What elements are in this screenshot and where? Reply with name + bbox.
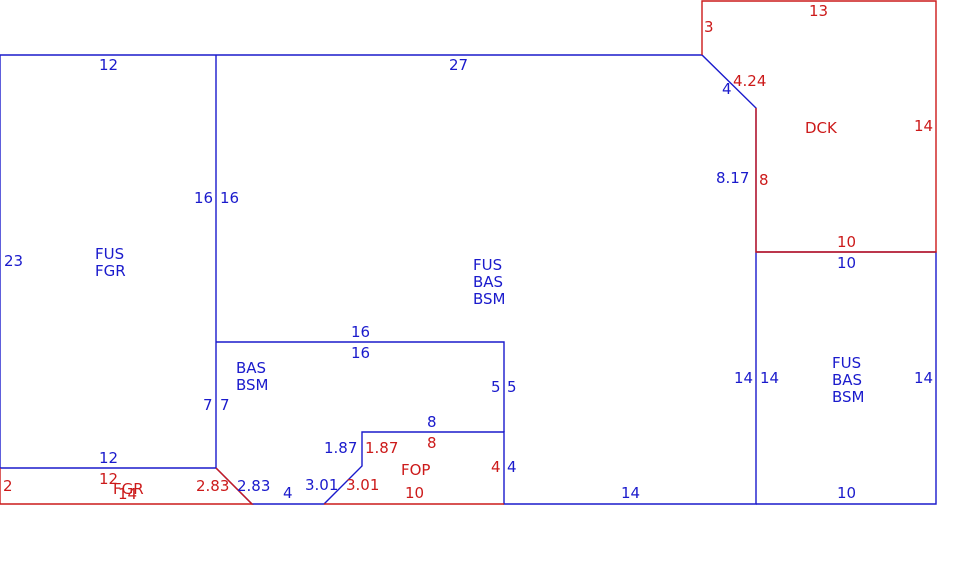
left-section-outline [0, 54, 216, 469]
dimension-label: 14 [914, 117, 933, 135]
dimension-label: 16 [351, 323, 370, 341]
area-label: BAS [473, 273, 503, 291]
dimension-label: 16 [220, 189, 239, 207]
red-outlines [0, 0, 937, 505]
dimension-label: 8 [759, 171, 769, 189]
dimension-label: 2.83 [196, 477, 229, 495]
area-label: FGR [95, 262, 126, 280]
bas-section-outline [216, 341, 505, 432]
dimension-label: 8 [427, 413, 437, 431]
dimension-label: 23 [4, 252, 23, 270]
area-label: FGR [113, 480, 144, 498]
area-label: DCK [805, 119, 838, 137]
dimension-label: 2.83 [237, 477, 270, 495]
garage-outline [0, 467, 254, 505]
dimension-label: 4 [507, 458, 517, 476]
dimension-label: 3.01 [346, 476, 379, 494]
dimension-label: 12 [99, 449, 118, 467]
area-label: BAS [236, 359, 266, 377]
dimension-label: 10 [405, 484, 424, 502]
area-label: BSM [236, 376, 269, 394]
dimension-label: 14 [760, 369, 779, 387]
dimension-label: 16 [194, 189, 213, 207]
dimension-label: 12 [99, 470, 118, 488]
area-label: BSM [832, 388, 865, 406]
dimension-label: 2 [3, 477, 13, 495]
dimension-label: 8.17 [716, 169, 749, 187]
dimension-label: 12 [99, 56, 118, 74]
dimension-label: 14 [621, 484, 640, 502]
area-label: FUS [832, 354, 861, 372]
area-label: FUS [473, 256, 502, 274]
area-label: BAS [832, 371, 862, 389]
dimension-label: 1.87 [324, 439, 357, 457]
dimension-label: 5 [507, 378, 517, 396]
dimension-label: 10 [837, 233, 856, 251]
area-label: BSM [473, 290, 506, 308]
dimension-label: 3.01 [305, 476, 338, 494]
dimension-label: 4 [283, 484, 293, 502]
dimension-label: 5 [491, 378, 501, 396]
dimension-label: 27 [449, 56, 468, 74]
dimension-label: 14 [914, 369, 933, 387]
dimension-label: 14 [118, 485, 137, 503]
area-label: FUS [95, 245, 124, 263]
dimension-label: 1.87 [365, 439, 398, 457]
dimension-label: 4.24 [733, 72, 766, 90]
area-labels: FUS FGR FUS BAS BSM BAS BSM DCK FOP FGR … [95, 119, 865, 498]
dimension-label: 4 [722, 80, 732, 98]
dimension-label: 16 [351, 344, 370, 362]
area-label: FOP [401, 461, 430, 479]
dimension-labels: 12 23 16 16 12 27 16 16 7 7 5 5 8 8 1.87… [3, 2, 933, 503]
deck-outline [701, 0, 937, 253]
dimension-label: 10 [837, 254, 856, 272]
dimension-label: 4 [491, 458, 501, 476]
sketch-outlines [0, 54, 937, 505]
dimension-label: 3 [704, 18, 714, 36]
dimension-label: 14 [734, 369, 753, 387]
dimension-label: 7 [203, 396, 213, 414]
dimension-label: 8 [427, 434, 437, 452]
dimension-label: 13 [809, 2, 828, 20]
dimension-label: 7 [220, 396, 230, 414]
dimension-label: 10 [837, 484, 856, 502]
